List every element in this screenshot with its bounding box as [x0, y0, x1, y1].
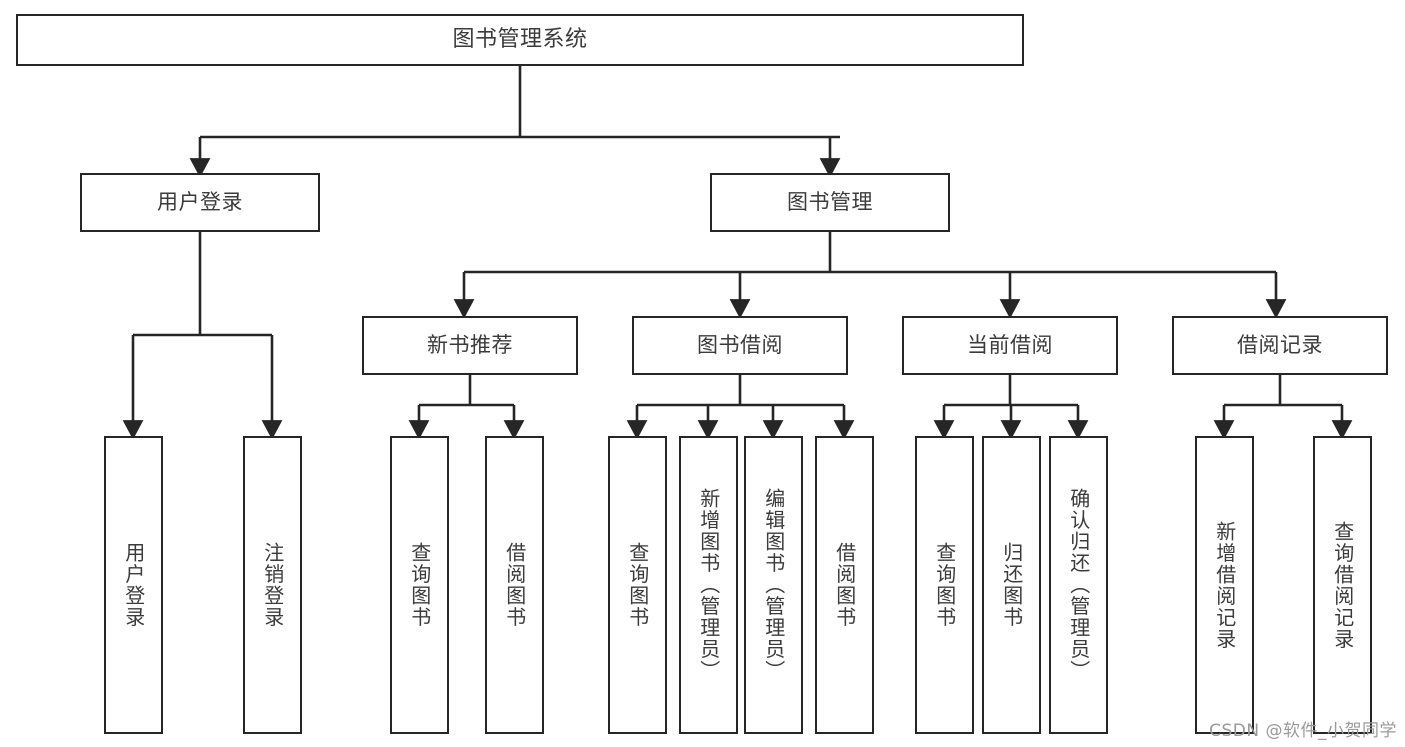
node-leaf-add-record[interactable]: 新增借阅记录 [1195, 436, 1254, 734]
node-leaf-user-login[interactable]: 用户登录 [104, 436, 163, 734]
node-leaf-query-book-3[interactable]: 查询图书 [915, 436, 974, 734]
node-leaf-return-book-label: 归还图书 [999, 542, 1024, 628]
node-leaf-logout-login-label: 注销登录 [260, 542, 285, 628]
node-leaf-query-record-label: 查询借阅记录 [1330, 520, 1355, 650]
node-leaf-confirm-return-label: 确认归还（管理员） [1066, 488, 1091, 682]
node-leaf-query-book-1[interactable]: 查询图书 [390, 436, 449, 734]
node-borrow-record[interactable]: 借阅记录 [1172, 316, 1388, 375]
node-new-book-recommend[interactable]: 新书推荐 [362, 316, 578, 375]
node-root[interactable]: 图书管理系统 [16, 14, 1024, 66]
node-leaf-borrow-book-2-label: 借阅图书 [832, 542, 857, 628]
node-leaf-add-book[interactable]: 新增图书（管理员） [679, 436, 738, 734]
node-leaf-query-record[interactable]: 查询借阅记录 [1313, 436, 1372, 734]
node-leaf-borrow-book-2[interactable]: 借阅图书 [815, 436, 874, 734]
node-current-borrow[interactable]: 当前借阅 [902, 316, 1118, 375]
node-user-login[interactable]: 用户登录 [80, 173, 320, 232]
node-leaf-query-book-2[interactable]: 查询图书 [608, 436, 667, 734]
node-leaf-logout-login[interactable]: 注销登录 [243, 436, 302, 734]
node-leaf-confirm-return[interactable]: 确认归还（管理员） [1049, 436, 1108, 734]
node-leaf-add-book-label: 新增图书（管理员） [696, 488, 721, 682]
node-leaf-borrow-book-1[interactable]: 借阅图书 [485, 436, 544, 734]
node-current-borrow-label: 当前借阅 [967, 332, 1053, 357]
node-leaf-query-book-1-label: 查询图书 [407, 542, 432, 628]
node-book-manage[interactable]: 图书管理 [710, 173, 950, 232]
node-borrow-record-label: 借阅记录 [1237, 332, 1323, 357]
node-leaf-edit-book[interactable]: 编辑图书（管理员） [744, 436, 803, 734]
node-leaf-query-book-3-label: 查询图书 [932, 542, 957, 628]
node-new-book-recommend-label: 新书推荐 [427, 332, 513, 357]
node-leaf-return-book[interactable]: 归还图书 [982, 436, 1041, 734]
node-book-borrow-label: 图书借阅 [697, 332, 783, 357]
node-leaf-edit-book-label: 编辑图书（管理员） [761, 488, 786, 682]
node-leaf-user-login-label: 用户登录 [121, 542, 146, 628]
node-user-login-label: 用户登录 [157, 189, 243, 214]
node-book-manage-label: 图书管理 [787, 189, 873, 214]
node-leaf-add-record-label: 新增借阅记录 [1212, 520, 1237, 650]
node-leaf-query-book-2-label: 查询图书 [625, 542, 650, 628]
node-root-label: 图书管理系统 [452, 26, 588, 52]
node-book-borrow[interactable]: 图书借阅 [632, 316, 848, 375]
node-leaf-borrow-book-1-label: 借阅图书 [502, 542, 527, 628]
